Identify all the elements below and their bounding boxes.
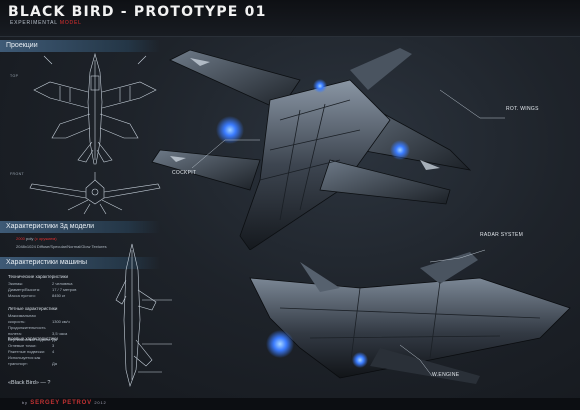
spec-row: Вертикальный подъем:Да [8,337,57,342]
callout-cockpit: COCKPIT [172,170,197,176]
blueprint-label-front: FRONT [10,172,25,176]
polycount-value: 2000 [16,236,25,241]
polycount-unit: poly [26,236,34,241]
subtitle-main: EXPERIMENTAL [10,20,58,26]
callout-engine: W.ENGINE [432,372,460,378]
callout-radar-system: RADAR SYSTEM [480,232,524,238]
spec-row: Экипаж:2 человека [8,281,73,286]
blueprint-top-view [33,52,157,165]
footer-bar [0,398,580,410]
subtitle-accent: MODEL [59,20,82,26]
combat-specs-heading: Боевые характеристики [8,336,58,341]
spec-row: Используется как транспорт:Да [8,355,57,366]
ship-render-main [151,48,472,250]
blueprint-side-view [115,243,172,388]
spec-polycount: 2000 poly (с оружием) [16,236,57,242]
ship-render-side [249,252,571,384]
author-name: SERGEY PETROV [30,400,92,406]
callout-rot-wings: ROT. WINGS [506,106,539,112]
section-machine-specs-header: Характеристики машины [0,257,160,269]
author-year: 2012 [94,400,107,405]
section-model-specs-header: Характеристики 3д модели [0,221,160,233]
spec-row: Максимальная скорость:1300 км/ч [8,313,70,324]
blueprint-front-view [29,172,161,215]
flight-specs-list: Максимальная скорость:1300 км/ч Продолжи… [8,313,70,343]
author-signature: by SERGEY PETROV 2012 [22,400,107,406]
polycount-note: (с оружием) [34,236,57,241]
spec-row: Огневые точки:3 [8,343,55,348]
combat-specs-list: Огневые точки:3 Ракетные подвески:4 Испо… [8,343,57,367]
title-bar: BLACK BIRD - PROTOTYPE 01 EXPERIMENTAL M… [0,0,580,37]
spec-row: Диаметр/Высота:17 / 7 метров [8,287,77,292]
spec-row: Масса пустого:8450 кг [8,293,66,298]
flight-specs-heading: Летные характеристики [8,306,58,311]
spec-textures: 2048x1024 Diffuse/Specular/Normal/Glow T… [16,244,107,249]
spec-row: Ракетные подвески:4 [8,349,55,354]
tech-specs-heading: Технические характеристики [8,274,69,279]
tech-specs-list: Экипаж:2 человека Диаметр/Высота:17 / 7 … [8,281,76,299]
blueprint-label-top: TOP [10,74,19,78]
page-title: BLACK BIRD - PROTOTYPE 01 [8,4,267,20]
spec-row: Продолжительность полета:3,5 часа [8,325,68,336]
section-projections-header: Проекции [0,40,160,52]
closing-question: «Black Bird» — ? [8,380,51,386]
page-subtitle: EXPERIMENTAL MODEL [10,20,82,26]
